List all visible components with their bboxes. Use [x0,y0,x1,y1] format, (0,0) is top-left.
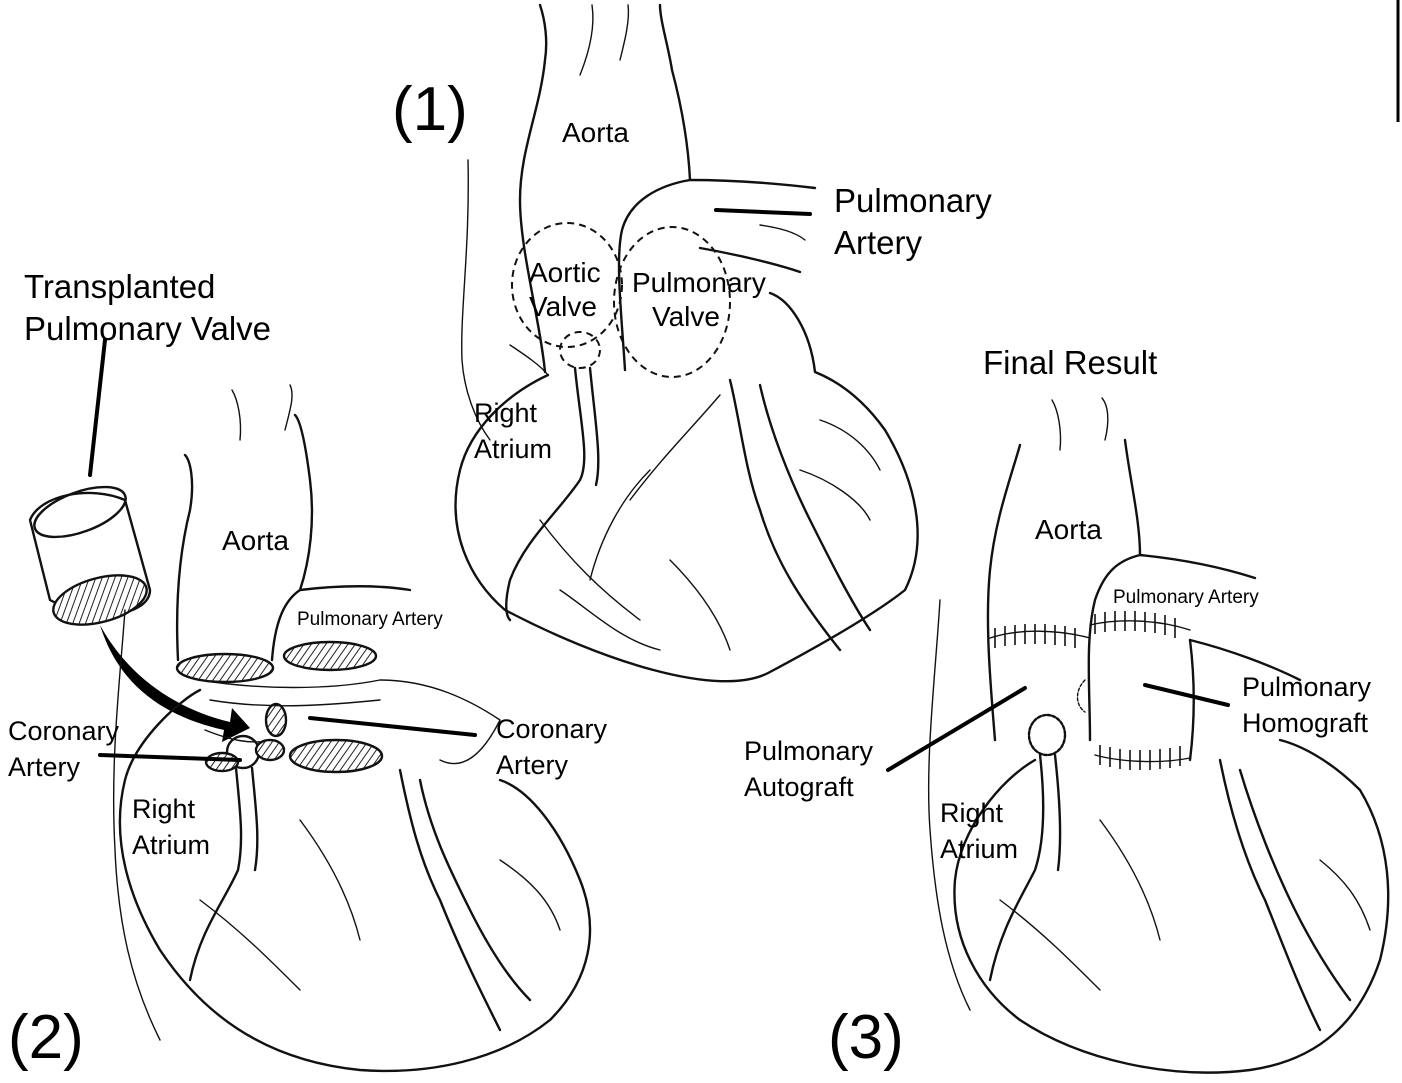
panel-1-right-atrium-label-line2: Atrium [474,434,552,464]
leader-pulmonary-homograft [1145,685,1228,705]
panel-3-final-result-label: Final Result [983,344,1157,381]
panel-1-pulmonary-valve-label-line2: Valve [652,301,720,332]
panel-2-coronary-right-label-line2: Artery [496,750,569,780]
panel-3-aorta-label: Aorta [1035,514,1102,545]
panel-1-heart [456,5,918,681]
panel-1-pulmonary-artery-label-line2: Artery [834,224,923,261]
step-number-3: (3) [828,1003,904,1072]
leader-pulmonary-autograft [888,688,1025,770]
panel-3-homograft-label-line2: Homograft [1242,708,1369,738]
leader-pulmonary-artery [716,210,810,214]
panel-2-transplanted-valve-label-line1: Transplanted [24,268,215,305]
panel-1-right-atrium-label-line1: Right [474,398,538,428]
panel-2-pulmonary-artery-label: Pulmonary Artery [297,609,443,630]
panel-3-autograft-label-line2: Autograft [744,772,854,802]
panel-2-coronary-left-label-line2: Artery [8,752,81,782]
step-number-2: (2) [8,1003,84,1072]
panel-1-aorta-label: Aorta [562,117,629,148]
panel-1-aortic-valve-label-line1: Aortic [529,257,601,288]
panel-3-homograft-label-line1: Pulmonary [1242,672,1372,702]
panel-1-aortic-valve-label-line2: Valve [529,291,597,322]
panel-2-coronary-right-label-line1: Coronary [496,714,608,744]
panel-3-right-atrium-label-line1: Right [940,798,1004,828]
panel-2-aorta-label: Aorta [222,525,289,556]
panel-3-right-atrium-label-line2: Atrium [940,834,1018,864]
leader-coronary-right [310,718,475,735]
panel-1-pulmonary-artery-label-line1: Pulmonary [834,182,992,219]
panel-3-pulmonary-artery-label: Pulmonary Artery [1113,587,1259,608]
panel-1-pulmonary-valve-label-line1: Pulmonary [632,267,766,298]
panel-2-transplanted-valve-label-line2: Pulmonary Valve [24,310,271,347]
step-number-1: (1) [392,75,468,144]
panel-2-coronary-left-label-line1: Coronary [8,716,120,746]
panel-2-right-atrium-label-line1: Right [132,794,196,824]
panel-2-right-atrium-label-line2: Atrium [132,830,210,860]
panel-3-autograft-label-line1: Pulmonary [744,736,874,766]
leader-transplanted-valve [90,340,105,475]
